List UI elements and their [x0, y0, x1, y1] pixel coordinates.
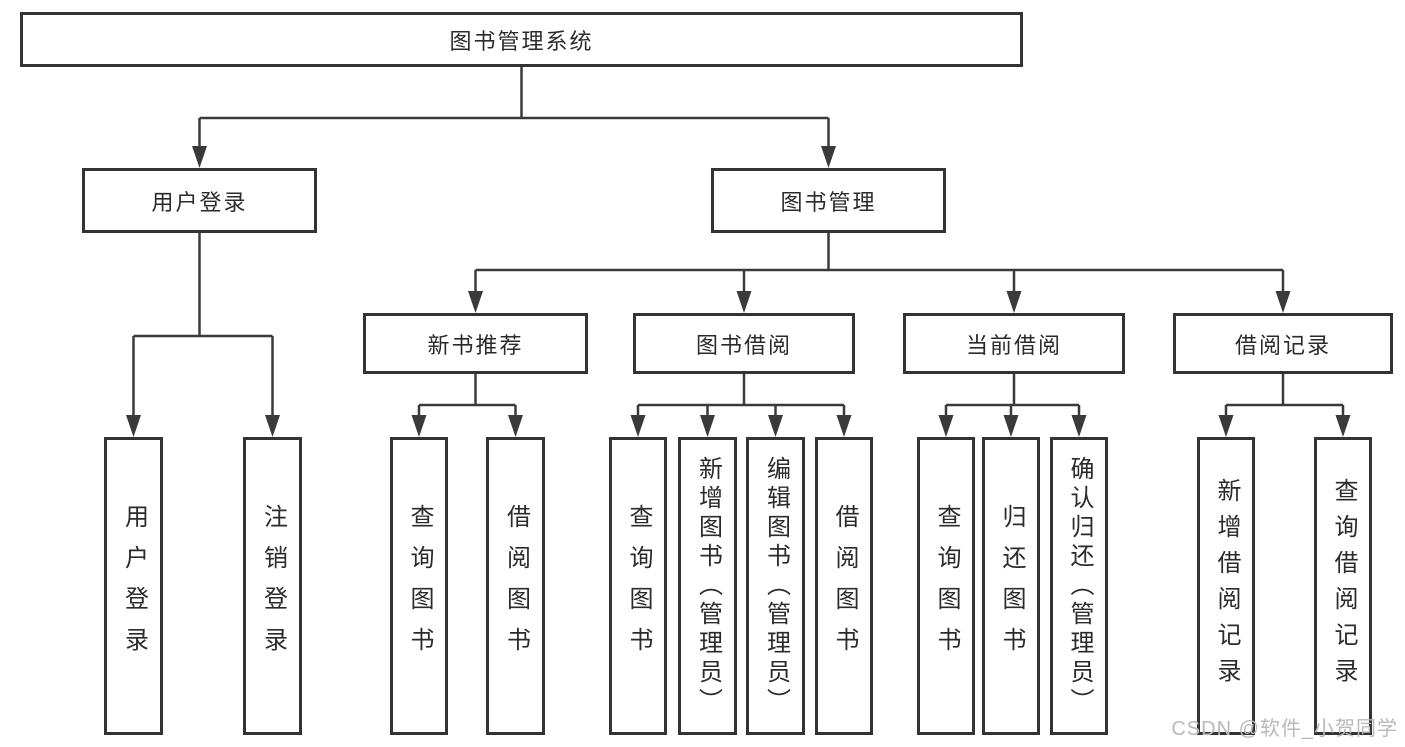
node-current-borrowing: 当前借阅	[903, 313, 1125, 374]
leaf-edit-books-admin: 编辑图书（管理员）	[746, 437, 805, 735]
leaf-label: 查询图书	[625, 504, 652, 668]
leaf-label: 注销登录	[259, 504, 287, 668]
node-book-borrowing: 图书借阅	[633, 313, 855, 374]
leaf-return-books: 归还图书	[982, 437, 1040, 735]
leaf-label: 查询图书	[406, 504, 433, 668]
leaf-query-borrowing-record: 查询借阅记录	[1314, 437, 1372, 735]
node-label: 图书借阅	[695, 332, 792, 358]
node-book-management: 图书管理	[711, 168, 946, 233]
arrowheads	[126, 146, 1351, 437]
leaf-confirm-return-admin: 确认归还（管理员）	[1050, 437, 1108, 735]
leaf-borrow-books-recommend: 借阅图书	[486, 437, 545, 735]
leaf-label: 编辑图书（管理员）	[762, 455, 790, 717]
leaf-label: 查询借阅记录	[1330, 478, 1357, 694]
leaf-query-books-recommend: 查询图书	[390, 437, 448, 735]
node-new-book-recommendation: 新书推荐	[363, 313, 588, 374]
node-label: 图书管理	[780, 189, 877, 215]
leaf-label: 新增借阅记录	[1213, 478, 1240, 694]
node-label: 用户登录	[151, 189, 248, 215]
leaf-label: 用户登录	[120, 504, 148, 668]
node-borrowing-records: 借阅记录	[1173, 313, 1393, 374]
node-book-management-system: 图书管理系统	[20, 12, 1023, 67]
leaf-label: 查询图书	[933, 504, 960, 668]
leaf-logout: 注销登录	[243, 437, 302, 735]
node-label: 当前借阅	[965, 332, 1062, 358]
leaf-label: 确认归还（管理员）	[1066, 455, 1093, 717]
node-label: 图书管理系统	[449, 28, 594, 54]
leaf-label: 新增图书（管理员）	[694, 455, 722, 717]
node-label: 借阅记录	[1234, 332, 1331, 358]
node-label: 新书推荐	[427, 332, 524, 358]
csdn-watermark: CSDN @软件_小贺同学	[1171, 718, 1398, 740]
leaf-label: 归还图书	[998, 504, 1025, 668]
leaf-borrow-books-borrowing: 借阅图书	[815, 437, 873, 735]
node-user-login: 用户登录	[82, 168, 317, 233]
leaf-query-books-current: 查询图书	[917, 437, 975, 735]
leaf-add-books-admin: 新增图书（管理员）	[678, 437, 737, 735]
leaf-user-login: 用户登录	[104, 437, 163, 735]
leaf-label: 借阅图书	[831, 504, 858, 668]
leaf-label: 借阅图书	[502, 504, 530, 668]
leaf-add-borrowing-record: 新增借阅记录	[1197, 437, 1255, 735]
leaf-query-books-borrowing: 查询图书	[609, 437, 667, 735]
